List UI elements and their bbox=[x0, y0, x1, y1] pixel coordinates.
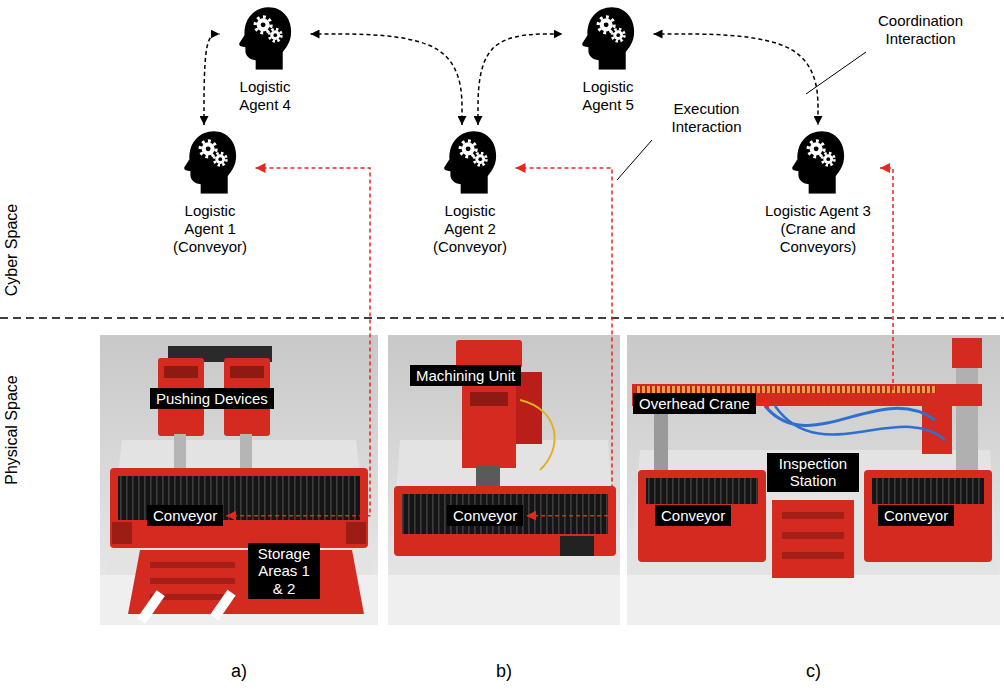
coordination-arrow bbox=[204, 34, 220, 125]
panel-letter: b) bbox=[388, 661, 620, 683]
component-name: Machining Unit bbox=[416, 367, 515, 384]
component-label: Pushing Devices bbox=[150, 388, 274, 409]
photo-panel: a)Pushing DevicesConveyorStorage Areas 1… bbox=[100, 335, 378, 625]
component-label: Conveyor bbox=[147, 505, 223, 526]
space-divider bbox=[0, 317, 1004, 319]
agent-label: Logistic Agent 2 (Conveyor) bbox=[428, 202, 513, 256]
coordination-arrow bbox=[311, 34, 463, 125]
agent-node: Logistic Agent 5 bbox=[566, 4, 651, 114]
agent-head-icon bbox=[790, 128, 846, 194]
callout-label-text: Execution Interaction bbox=[654, 100, 759, 136]
execution-arrow bbox=[226, 168, 370, 516]
agent-label: Logistic Agent 4 bbox=[223, 78, 308, 114]
callout-label: Coordination Interaction bbox=[868, 12, 973, 48]
agent-head-icon bbox=[182, 128, 238, 194]
component-name: Storage Areas 1 & 2 bbox=[254, 545, 314, 597]
component-label: Conveyor bbox=[878, 505, 954, 526]
photo-conveyor-storage bbox=[100, 335, 378, 625]
coordination-arrow bbox=[478, 34, 563, 125]
component-label: Inspection Station bbox=[767, 453, 859, 492]
leader-line bbox=[617, 140, 652, 180]
photo-panel: c)Overhead CraneInspection StationConvey… bbox=[627, 335, 1000, 625]
photo-panel: b)Machining UnitConveyor bbox=[388, 335, 620, 625]
photo-crane-inspection bbox=[627, 335, 1000, 625]
agent-label: Logistic Agent 3 (Crane and Conveyors) bbox=[759, 202, 877, 256]
panel-letter: a) bbox=[100, 661, 378, 683]
component-name: Conveyor bbox=[153, 507, 217, 524]
callout-label: Execution Interaction bbox=[654, 100, 759, 136]
space-label-text: Physical Space bbox=[2, 375, 21, 484]
component-name: Overhead Crane bbox=[639, 395, 750, 412]
component-name: Inspection Station bbox=[773, 455, 853, 490]
agent-label: Logistic Agent 1 (Conveyor) bbox=[168, 202, 253, 256]
agent-node: Logistic Agent 4 bbox=[223, 4, 308, 114]
panel-letter: c) bbox=[627, 661, 1000, 683]
agent-node: Logistic Agent 2 (Conveyor) bbox=[428, 128, 513, 256]
component-name: Pushing Devices bbox=[156, 390, 268, 407]
component-label: Storage Areas 1 & 2 bbox=[248, 543, 320, 599]
component-name: Conveyor bbox=[453, 507, 517, 524]
agent-head-icon bbox=[237, 4, 293, 70]
component-name: Conveyor bbox=[884, 507, 948, 524]
agent-node: Logistic Agent 3 (Crane and Conveyors) bbox=[759, 128, 877, 256]
space-label: Physical Space bbox=[2, 375, 21, 484]
agent-node: Logistic Agent 1 (Conveyor) bbox=[168, 128, 253, 256]
photo-machining bbox=[388, 335, 620, 625]
callout-label-text: Coordination Interaction bbox=[868, 12, 973, 48]
space-label-text: Cyber Space bbox=[2, 204, 21, 297]
component-label: Overhead Crane bbox=[633, 393, 756, 414]
space-label: Cyber Space bbox=[2, 204, 21, 297]
component-name: Conveyor bbox=[661, 507, 725, 524]
leader-line bbox=[806, 52, 866, 94]
agent-label: Logistic Agent 5 bbox=[566, 78, 651, 114]
execution-arrow bbox=[759, 168, 893, 404]
agent-head-icon bbox=[442, 128, 498, 194]
component-label: Conveyor bbox=[655, 505, 731, 526]
component-label: Machining Unit bbox=[410, 365, 521, 386]
execution-arrow bbox=[516, 168, 613, 516]
component-label: Conveyor bbox=[447, 505, 523, 526]
agent-head-icon bbox=[580, 4, 636, 70]
